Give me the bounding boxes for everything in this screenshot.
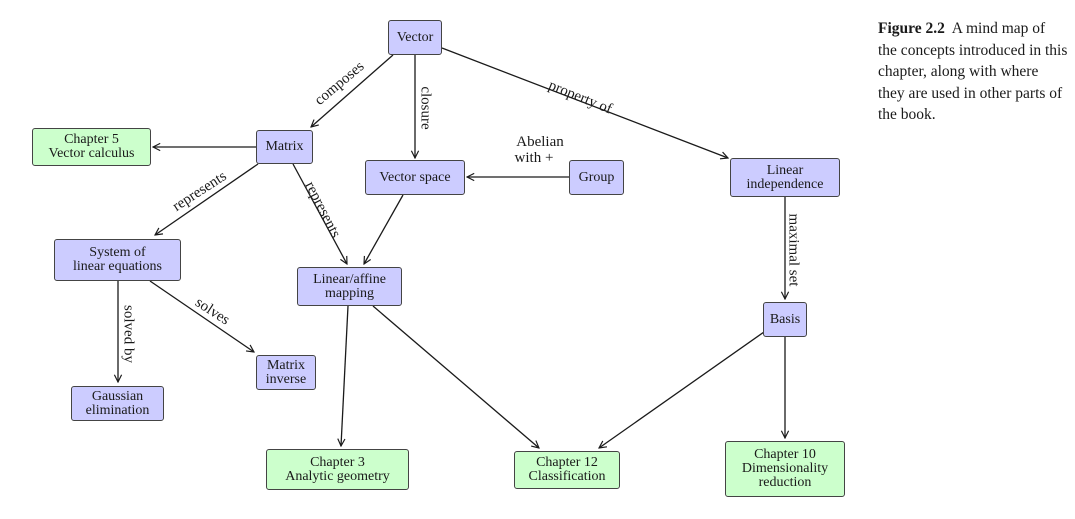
edge-system_linear_eq-to-matrix_inverse xyxy=(149,280,254,352)
node-label: independence xyxy=(746,176,824,192)
node-label: linear equations xyxy=(72,259,163,274)
edge-matrix-to-linear_affine xyxy=(292,163,347,264)
edge-label: represents xyxy=(302,179,344,241)
figure-caption-text: A mind map of the concepts introduced in… xyxy=(878,20,1068,123)
node-label: Chapter 5 xyxy=(64,132,119,147)
node-vector: Vector xyxy=(388,20,442,55)
edge-matrix-to-system_linear_eq xyxy=(155,163,259,235)
node-label: Classification xyxy=(528,469,606,484)
edge-basis-to-chapter12 xyxy=(599,331,765,448)
edge-label: closure xyxy=(418,86,434,130)
node-group: Group xyxy=(569,160,624,195)
node-label: reduction xyxy=(758,475,812,490)
edge-vector_space-to-linear_affine xyxy=(364,194,404,264)
node-basis: Basis xyxy=(763,302,807,337)
node-vector-space: Vector space xyxy=(365,160,465,195)
figure-label: Figure 2.2 xyxy=(878,20,945,37)
edge-label: maximal set xyxy=(786,214,802,288)
node-label: inverse xyxy=(265,371,307,387)
node-label: Linear/affine xyxy=(313,271,386,287)
edge-vector-to-matrix xyxy=(311,54,394,127)
edge-label: solved by xyxy=(121,305,137,363)
node-label: Matrix xyxy=(265,139,304,154)
node-matrix: Matrix xyxy=(256,130,313,164)
node-label: Linear xyxy=(766,162,804,178)
node-label: Dimensionality xyxy=(741,461,829,476)
node-label: Basis xyxy=(769,311,801,327)
node-label: mapping xyxy=(325,285,374,301)
node-label: Gaussian xyxy=(91,388,144,404)
node-label: Chapter 12 xyxy=(536,455,598,470)
node-label: System of xyxy=(89,245,146,260)
figure-caption: Figure 2.2 A mind map of the concepts in… xyxy=(878,18,1068,126)
node-label: Chapter 10 xyxy=(754,447,816,462)
edge-label: property of xyxy=(546,77,614,117)
node-label: Matrix xyxy=(266,357,306,373)
node-label: Vector calculus xyxy=(48,146,135,161)
node-label: Group xyxy=(578,169,615,185)
edge-vector-to-linear_independence xyxy=(441,47,728,158)
edge-linear_affine-to-chapter12 xyxy=(372,305,539,448)
edge-label: represents xyxy=(170,168,230,215)
edge-linear_affine-to-chapter3 xyxy=(341,305,349,446)
node-label: Vector space xyxy=(379,169,451,185)
node-label: Chapter 3 xyxy=(310,454,365,470)
node-label: Analytic geometry xyxy=(285,468,390,484)
node-label: elimination xyxy=(85,402,150,418)
node-label: Vector xyxy=(396,29,434,45)
